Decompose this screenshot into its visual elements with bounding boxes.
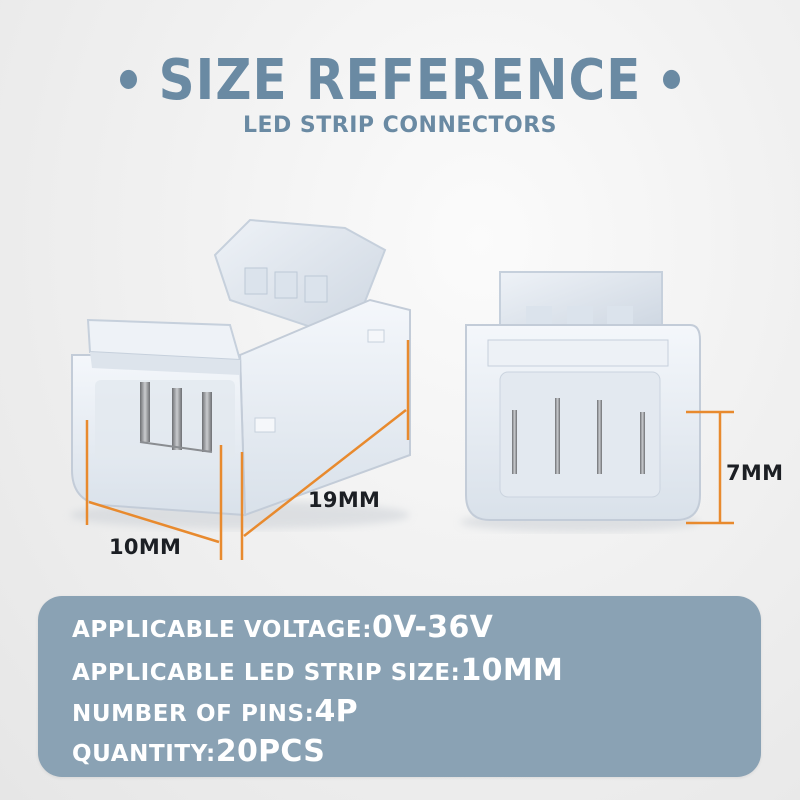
spec-value: 4P	[314, 694, 358, 729]
product-illustration: 10MM 19MM 7MM	[70, 218, 784, 560]
spec-row-strip-size: APPLICABLE LED STRIP SIZE:10MM	[72, 656, 563, 686]
connector-angled-view	[70, 218, 411, 529]
spec-row-voltage: APPLICABLE VOLTAGE:0V-36V	[72, 613, 493, 643]
spec-value: 20PCS	[215, 734, 326, 769]
width-dimension-label: 10MM	[109, 535, 182, 559]
title-text: SIZE REFERENCE	[158, 47, 642, 113]
connector-drawings	[70, 218, 734, 560]
spec-row-quantity: QUANTITY:20PCS	[72, 737, 325, 767]
bullet-dot-icon	[119, 69, 137, 89]
spec-value: 10MM	[460, 653, 564, 688]
connector-front-view	[460, 271, 701, 532]
dimension-19mm	[240, 340, 410, 560]
page-title: SIZE REFERENCE	[0, 49, 800, 112]
spec-row-pins: NUMBER OF PINS:4P	[72, 697, 358, 727]
dimension-10mm	[85, 420, 223, 560]
dimension-7mm	[686, 410, 734, 525]
page-subtitle: LED STRIP CONNECTORS	[242, 113, 558, 138]
spec-label: QUANTITY:	[72, 741, 216, 767]
spec-label: APPLICABLE VOLTAGE:	[72, 617, 373, 643]
spec-label: NUMBER OF PINS:	[72, 701, 315, 727]
height-dimension-label: 7MM	[726, 461, 784, 485]
length-dimension-label: 19MM	[308, 488, 381, 512]
bullet-dot-icon	[663, 69, 681, 89]
specs-panel: APPLICABLE VOLTAGE:0V-36V APPLICABLE LED…	[38, 596, 761, 777]
spec-value: 0V-36V	[372, 610, 494, 645]
spec-label: APPLICABLE LED STRIP SIZE:	[72, 660, 461, 686]
